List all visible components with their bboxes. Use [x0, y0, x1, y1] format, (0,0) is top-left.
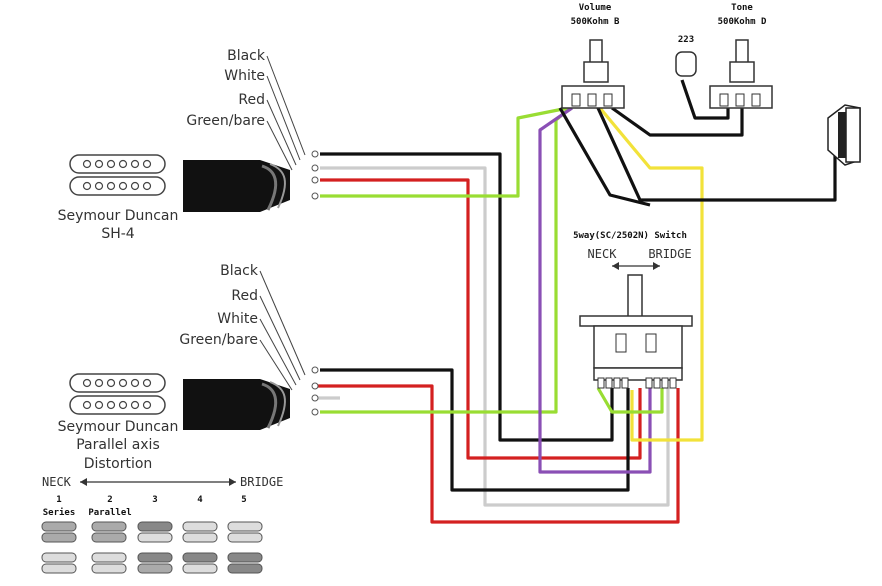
- neck-label-red: Red: [238, 92, 265, 108]
- position-2-label: Parallel: [88, 508, 131, 518]
- bridge-label-green: Green/bare: [179, 332, 258, 348]
- output-jack: [827, 104, 861, 166]
- neck-green-wire: [320, 106, 569, 198]
- neck-label-green: Green/bare: [186, 113, 265, 129]
- bridge-pickup-model-1: Parallel axis: [76, 437, 160, 453]
- position-4-number: 4: [197, 495, 203, 505]
- neck-white-wire: [320, 166, 670, 507]
- neck-pickup: [69, 154, 166, 196]
- neck-pickup-brand: Seymour Duncan: [58, 208, 179, 224]
- five-way-switch: [579, 274, 693, 389]
- volume-pot-value: 500Kohm B: [571, 17, 620, 27]
- neck-label-black: Black: [227, 48, 266, 64]
- legend-bridge-label: BRIDGE: [240, 475, 283, 489]
- switch-title: 5way(SC/2502N) Switch: [573, 230, 687, 241]
- bridge-label-black: Black: [220, 263, 259, 279]
- bridge-label-red: Red: [231, 288, 258, 304]
- neck-label-leaders: [266, 55, 306, 171]
- volume-pot-title: Volume: [579, 3, 612, 13]
- position-5-number: 5: [241, 495, 246, 505]
- neck-cable: [183, 160, 290, 212]
- tone-pot: [709, 39, 773, 109]
- bridge-black-wire: [320, 368, 630, 492]
- ground-wire-2: [611, 106, 744, 137]
- neck-label-white: White: [224, 68, 265, 84]
- wires: [311, 79, 837, 524]
- legend-arrow: [80, 478, 236, 486]
- neck-red-wire: [320, 178, 642, 460]
- neck-black-wire: [320, 152, 614, 442]
- volume-to-jack-wire: [596, 107, 837, 202]
- cap-wire: [680, 79, 730, 120]
- bridge-red-wire: [318, 384, 680, 524]
- switch-direction-arrow: [612, 262, 660, 270]
- ground-wire-1: [558, 107, 651, 207]
- bridge-pickup-model-2: Distortion: [84, 456, 153, 472]
- switch-bridge-label: BRIDGE: [648, 247, 691, 261]
- legend-neck-label: NECK: [42, 475, 72, 489]
- neck-pickup-model: SH-4: [101, 226, 134, 242]
- tone-pot-title: Tone: [731, 3, 753, 13]
- bridge-pickup-brand: Seymour Duncan: [58, 419, 179, 435]
- capacitor-label: 223: [678, 35, 694, 45]
- green-switch-ground: [596, 387, 664, 414]
- bridge-label-white: White: [217, 311, 258, 327]
- bridge-cable: [183, 379, 290, 430]
- volume-pot: [561, 39, 625, 109]
- capacitor: [675, 51, 697, 77]
- position-1-number: 1: [56, 495, 61, 505]
- position-pickup-icons: [41, 521, 263, 574]
- position-3-number: 3: [152, 495, 157, 505]
- yellow-wire: [598, 106, 704, 442]
- bridge-pickup: [69, 373, 166, 415]
- tone-pot-value: 500Kohm D: [718, 17, 767, 27]
- purple-wire: [538, 106, 652, 474]
- bridge-label-leaders: [259, 270, 306, 391]
- position-1-label: Series: [43, 507, 76, 518]
- switch-neck-label: NECK: [588, 247, 618, 261]
- position-2-number: 2: [107, 495, 112, 505]
